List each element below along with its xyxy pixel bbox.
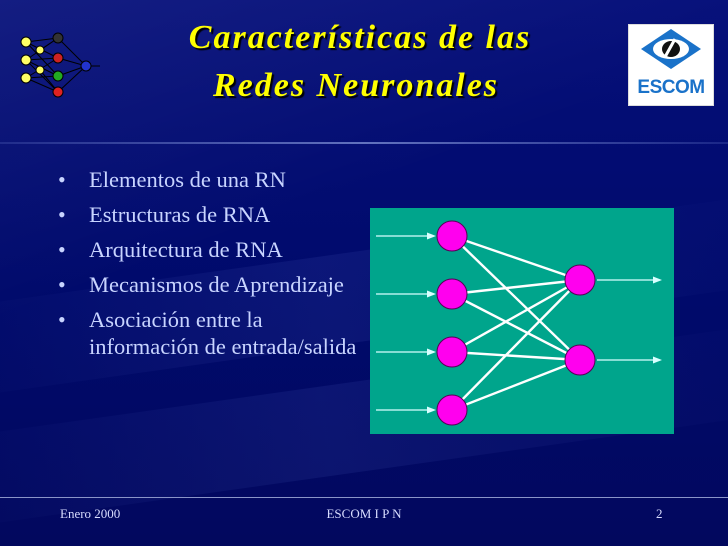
bullet-item: • Arquitectura de RNA: [58, 236, 358, 263]
page-number: 2: [656, 506, 663, 521]
input-neuron: [436, 220, 468, 252]
output-neuron: [564, 344, 596, 376]
input-neuron: [436, 394, 468, 426]
bullet-text: Asociación entre la información de entra…: [89, 307, 357, 359]
connection-line: [451, 234, 581, 282]
bullet-text: Arquitectura de RNA: [89, 237, 283, 262]
title-separator: [0, 142, 728, 144]
bullet-dot: •: [58, 272, 66, 297]
bullet-item: • Mecanismos de Aprendizaje: [58, 271, 358, 298]
title-line-1: Características de las: [188, 19, 532, 56]
bullet-dot: •: [58, 307, 66, 332]
escom-logo-text: ESCOM: [637, 77, 705, 98]
neural-network-logo-icon: [20, 32, 100, 98]
input-arrow-head: [427, 290, 436, 298]
output-arrow-head: [653, 356, 662, 364]
bullet-item: • Estructuras de RNA: [58, 201, 358, 228]
input-arrow-head: [427, 232, 436, 240]
bullet-dot: •: [58, 167, 66, 192]
neural-network-diagram: [370, 208, 674, 434]
bullet-list: • Elementos de una RN • Estructuras de R…: [58, 166, 358, 368]
escom-emblem-icon: [641, 29, 701, 69]
connection-line: [451, 278, 581, 296]
bullet-text: Mecanismos de Aprendizaje: [89, 272, 344, 297]
bullet-item: • Elementos de una RN: [58, 166, 358, 193]
bullet-dot: •: [58, 202, 66, 227]
output-arrow-head: [653, 276, 662, 284]
footer-institution: ESCOM I P N: [326, 506, 402, 521]
escom-logo: ESCOM: [628, 24, 714, 106]
bullet-text: Elementos de una RN: [89, 167, 286, 192]
connection-line: [451, 235, 581, 361]
footer-rule: [0, 497, 728, 498]
connection-line: [451, 292, 581, 362]
input-arrow-head: [427, 406, 436, 414]
connection-line: [451, 350, 581, 362]
connection-line: [451, 279, 581, 411]
diagram-background: [370, 208, 674, 434]
footer-date: Enero 2000: [60, 506, 121, 521]
input-neuron: [436, 336, 468, 368]
title-line-2: Redes Neuronales: [212, 67, 500, 104]
connection-line: [451, 358, 581, 412]
bullet-item: • Asociación entre la información de ent…: [58, 306, 358, 360]
output-neuron: [564, 264, 596, 296]
input-arrow-head: [427, 348, 436, 356]
bullet-text: Estructuras de RNA: [89, 202, 271, 227]
bullet-dot: •: [58, 237, 66, 262]
input-neuron: [436, 278, 468, 310]
connection-line: [451, 278, 581, 354]
slide-title: Características de las Redes Neuronales: [120, 14, 600, 110]
